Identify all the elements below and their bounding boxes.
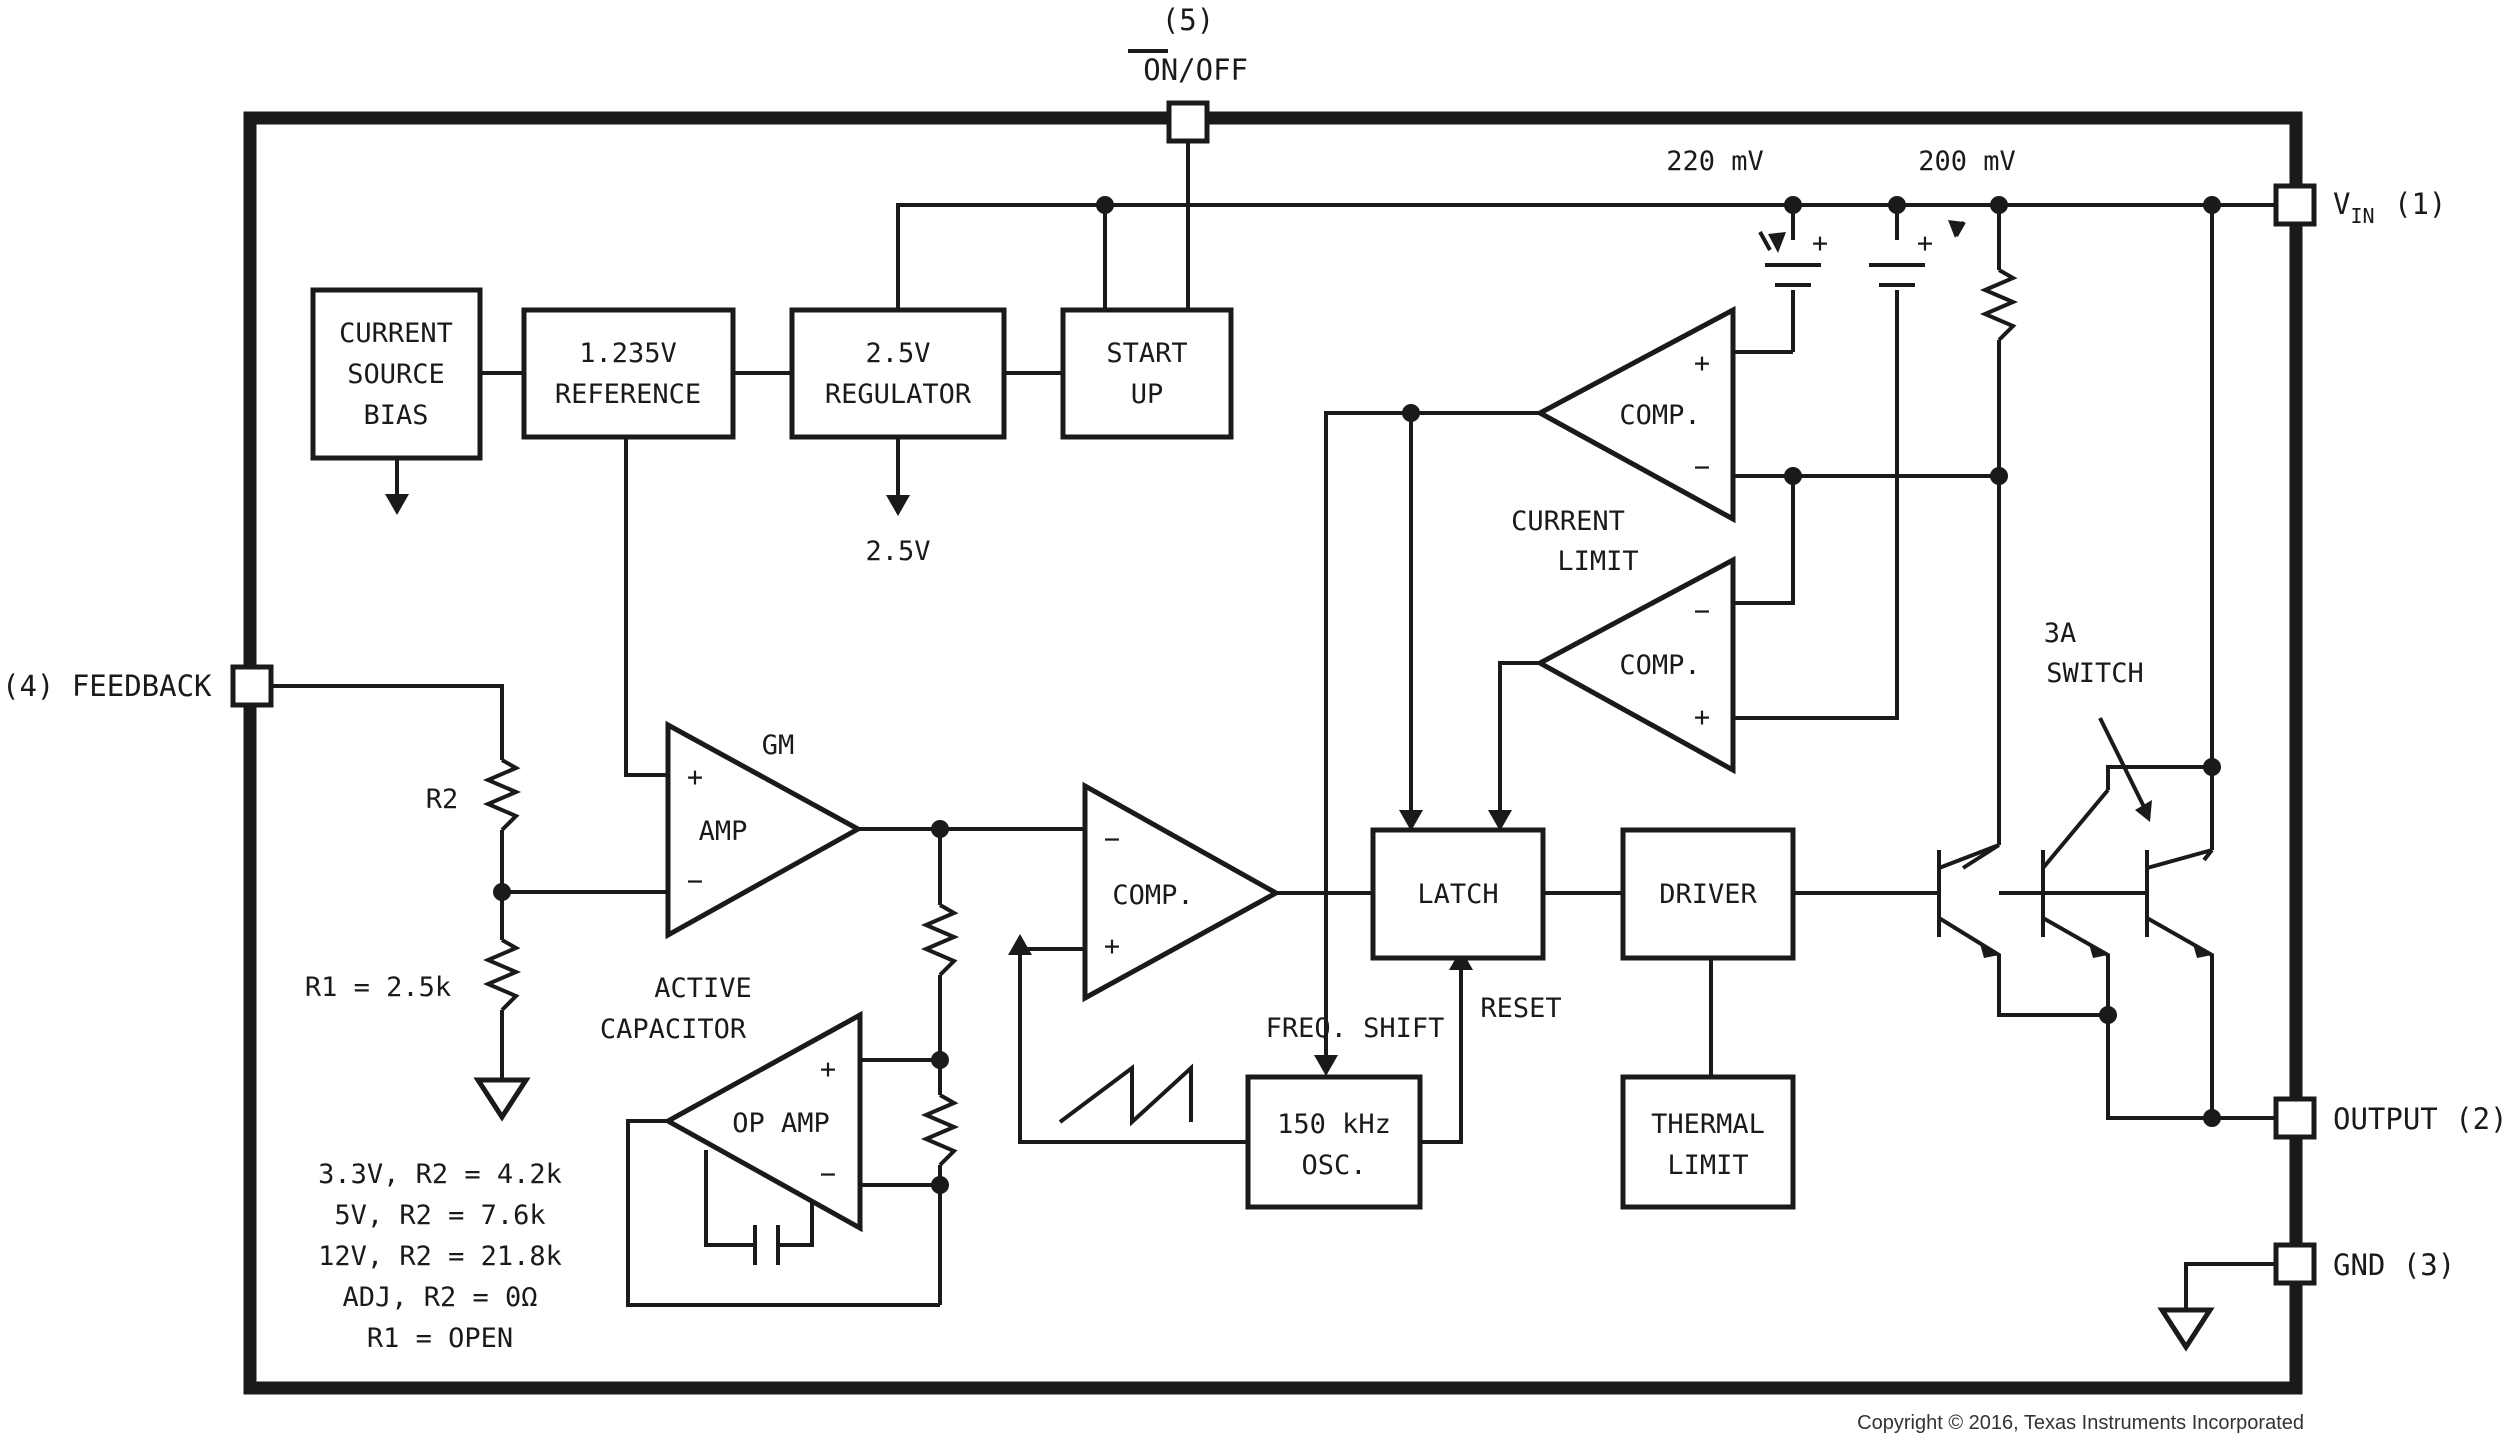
vin-pin xyxy=(2273,183,2317,227)
feedback-label: (4) FEEDBACK xyxy=(2,669,212,703)
latch-label: LATCH xyxy=(1417,879,1498,910)
gm-amp-label: AMP xyxy=(699,816,748,847)
voltage-sources xyxy=(1758,221,1966,287)
csb-line-1: CURRENT xyxy=(339,318,453,349)
driver-block xyxy=(1620,827,1796,961)
output-label: OUTPUT (2) xyxy=(2333,1102,2508,1136)
r1-label: R1 = 2.5k xyxy=(305,972,451,1003)
sense-resistor xyxy=(1979,268,2019,342)
gm-plus: + xyxy=(687,762,703,793)
v220-label: 220 mV xyxy=(1666,146,1764,177)
reference-line-2: REFERENCE xyxy=(555,379,701,410)
r1-resistor xyxy=(482,938,522,1012)
reset-label: RESET xyxy=(1480,993,1561,1024)
output-pin xyxy=(2273,1096,2317,1140)
r2-resistor xyxy=(482,758,522,832)
comp-lower-label: COMP. xyxy=(1619,650,1700,681)
v200-label: 200 mV xyxy=(1918,146,2016,177)
comp-upper-plus: + xyxy=(1694,348,1710,379)
active-cap-resistor-top xyxy=(920,903,960,977)
on-off-pin xyxy=(1166,100,1210,144)
osc-line-2: OSC. xyxy=(1301,1150,1366,1181)
op-amp-label: OP AMP xyxy=(732,1108,830,1139)
gnd-label: GND (3) xyxy=(2333,1248,2455,1282)
thermal-line-2: LIMIT xyxy=(1667,1150,1748,1181)
gm-title: GM xyxy=(762,730,795,761)
regulator-line-1: 2.5V xyxy=(865,338,930,369)
wiring xyxy=(262,128,2296,1310)
arrowheads xyxy=(385,220,2212,1076)
active-capacitor-line-1: ACTIVE xyxy=(654,973,752,1004)
table-line-3: 12V, R2 = 21.8k xyxy=(318,1241,562,1272)
csb-line-3: BIAS xyxy=(363,400,428,431)
thermal-limit-block xyxy=(1620,1074,1796,1210)
regulator-block xyxy=(789,307,1007,440)
on-off-pin-number: (5) xyxy=(1162,3,1214,37)
current-source-bias-block xyxy=(310,287,483,461)
driver-label: DRIVER xyxy=(1659,879,1757,910)
v200-plus: + xyxy=(1917,228,1933,259)
table-line-1: 3.3V, R2 = 4.2k xyxy=(318,1159,562,1190)
active-cap-resistor-bottom xyxy=(920,1093,960,1167)
opamp-plus: + xyxy=(820,1054,836,1085)
gm-minus: − xyxy=(687,866,703,897)
active-capacitor-line-2: CAPACITOR xyxy=(600,1014,747,1045)
current-limit-line-2: LIMIT xyxy=(1557,546,1638,577)
junction-dots xyxy=(493,196,2221,1194)
comp-upper-label: COMP. xyxy=(1619,400,1700,431)
vin-main: V xyxy=(2333,187,2350,221)
regulator-output-label: 2.5V xyxy=(865,536,930,567)
copyright: Copyright © 2016, Texas Instruments Inco… xyxy=(1857,1412,2304,1434)
osc-line-1: 150 kHz xyxy=(1277,1109,1391,1140)
pwm-plus: + xyxy=(1104,931,1120,962)
gnd-pin xyxy=(2273,1242,2317,1286)
start-up-line-1: START xyxy=(1106,338,1187,369)
csb-line-2: SOURCE xyxy=(347,359,445,390)
vin-pin-number: (1) xyxy=(2394,187,2446,221)
r2-label: R2 xyxy=(426,784,459,815)
oscillator-block xyxy=(1245,1074,1423,1210)
table-line-4: ADJ, R2 = 0Ω xyxy=(342,1282,537,1313)
reference-block xyxy=(521,307,736,440)
on-label: ON xyxy=(1143,53,1178,87)
off-label: /OFF xyxy=(1178,53,1248,87)
resistors xyxy=(482,268,2019,1167)
v220-plus: + xyxy=(1812,228,1828,259)
vin-sub: IN xyxy=(2350,204,2374,228)
start-up-block xyxy=(1060,307,1234,440)
freq-shift-label: FREQ. SHIFT xyxy=(1266,1013,1445,1044)
reference-line-1: 1.235V xyxy=(579,338,677,369)
comp-lower-plus: + xyxy=(1694,702,1710,733)
current-limit-line-1: CURRENT xyxy=(1511,506,1625,537)
ground-icon xyxy=(473,1077,531,1122)
table-line-2: 5V, R2 = 7.6k xyxy=(334,1200,545,1231)
pwm-minus: − xyxy=(1104,824,1120,855)
on-off-pin-label: ON/OFF xyxy=(1143,53,1248,87)
thermal-line-1: THERMAL xyxy=(1651,1109,1765,1140)
op-amp xyxy=(662,1010,863,1233)
switch-line-1: 3A xyxy=(2044,618,2077,649)
comparator-lower xyxy=(1534,555,1736,775)
vin-label: VIN xyxy=(2333,187,2375,228)
switch-line-2: SWITCH xyxy=(2046,658,2144,689)
latch-block xyxy=(1370,827,1546,961)
opamp-minus: − xyxy=(820,1159,836,1190)
feedback-pin xyxy=(230,664,274,708)
ic-frame xyxy=(243,111,2303,1395)
regulator-line-2: REGULATOR xyxy=(825,379,972,410)
pwm-comparator xyxy=(1082,781,1282,1003)
comp-lower-minus: − xyxy=(1694,596,1710,627)
ground-icon xyxy=(2157,1307,2215,1352)
comp-pwm-label: COMP. xyxy=(1112,880,1193,911)
comparator-upper xyxy=(1534,305,1736,524)
comp-upper-minus: − xyxy=(1694,452,1710,483)
table-line-5: R1 = OPEN xyxy=(367,1323,513,1354)
start-up-line-2: UP xyxy=(1131,379,1164,410)
gm-amplifier xyxy=(665,720,864,940)
